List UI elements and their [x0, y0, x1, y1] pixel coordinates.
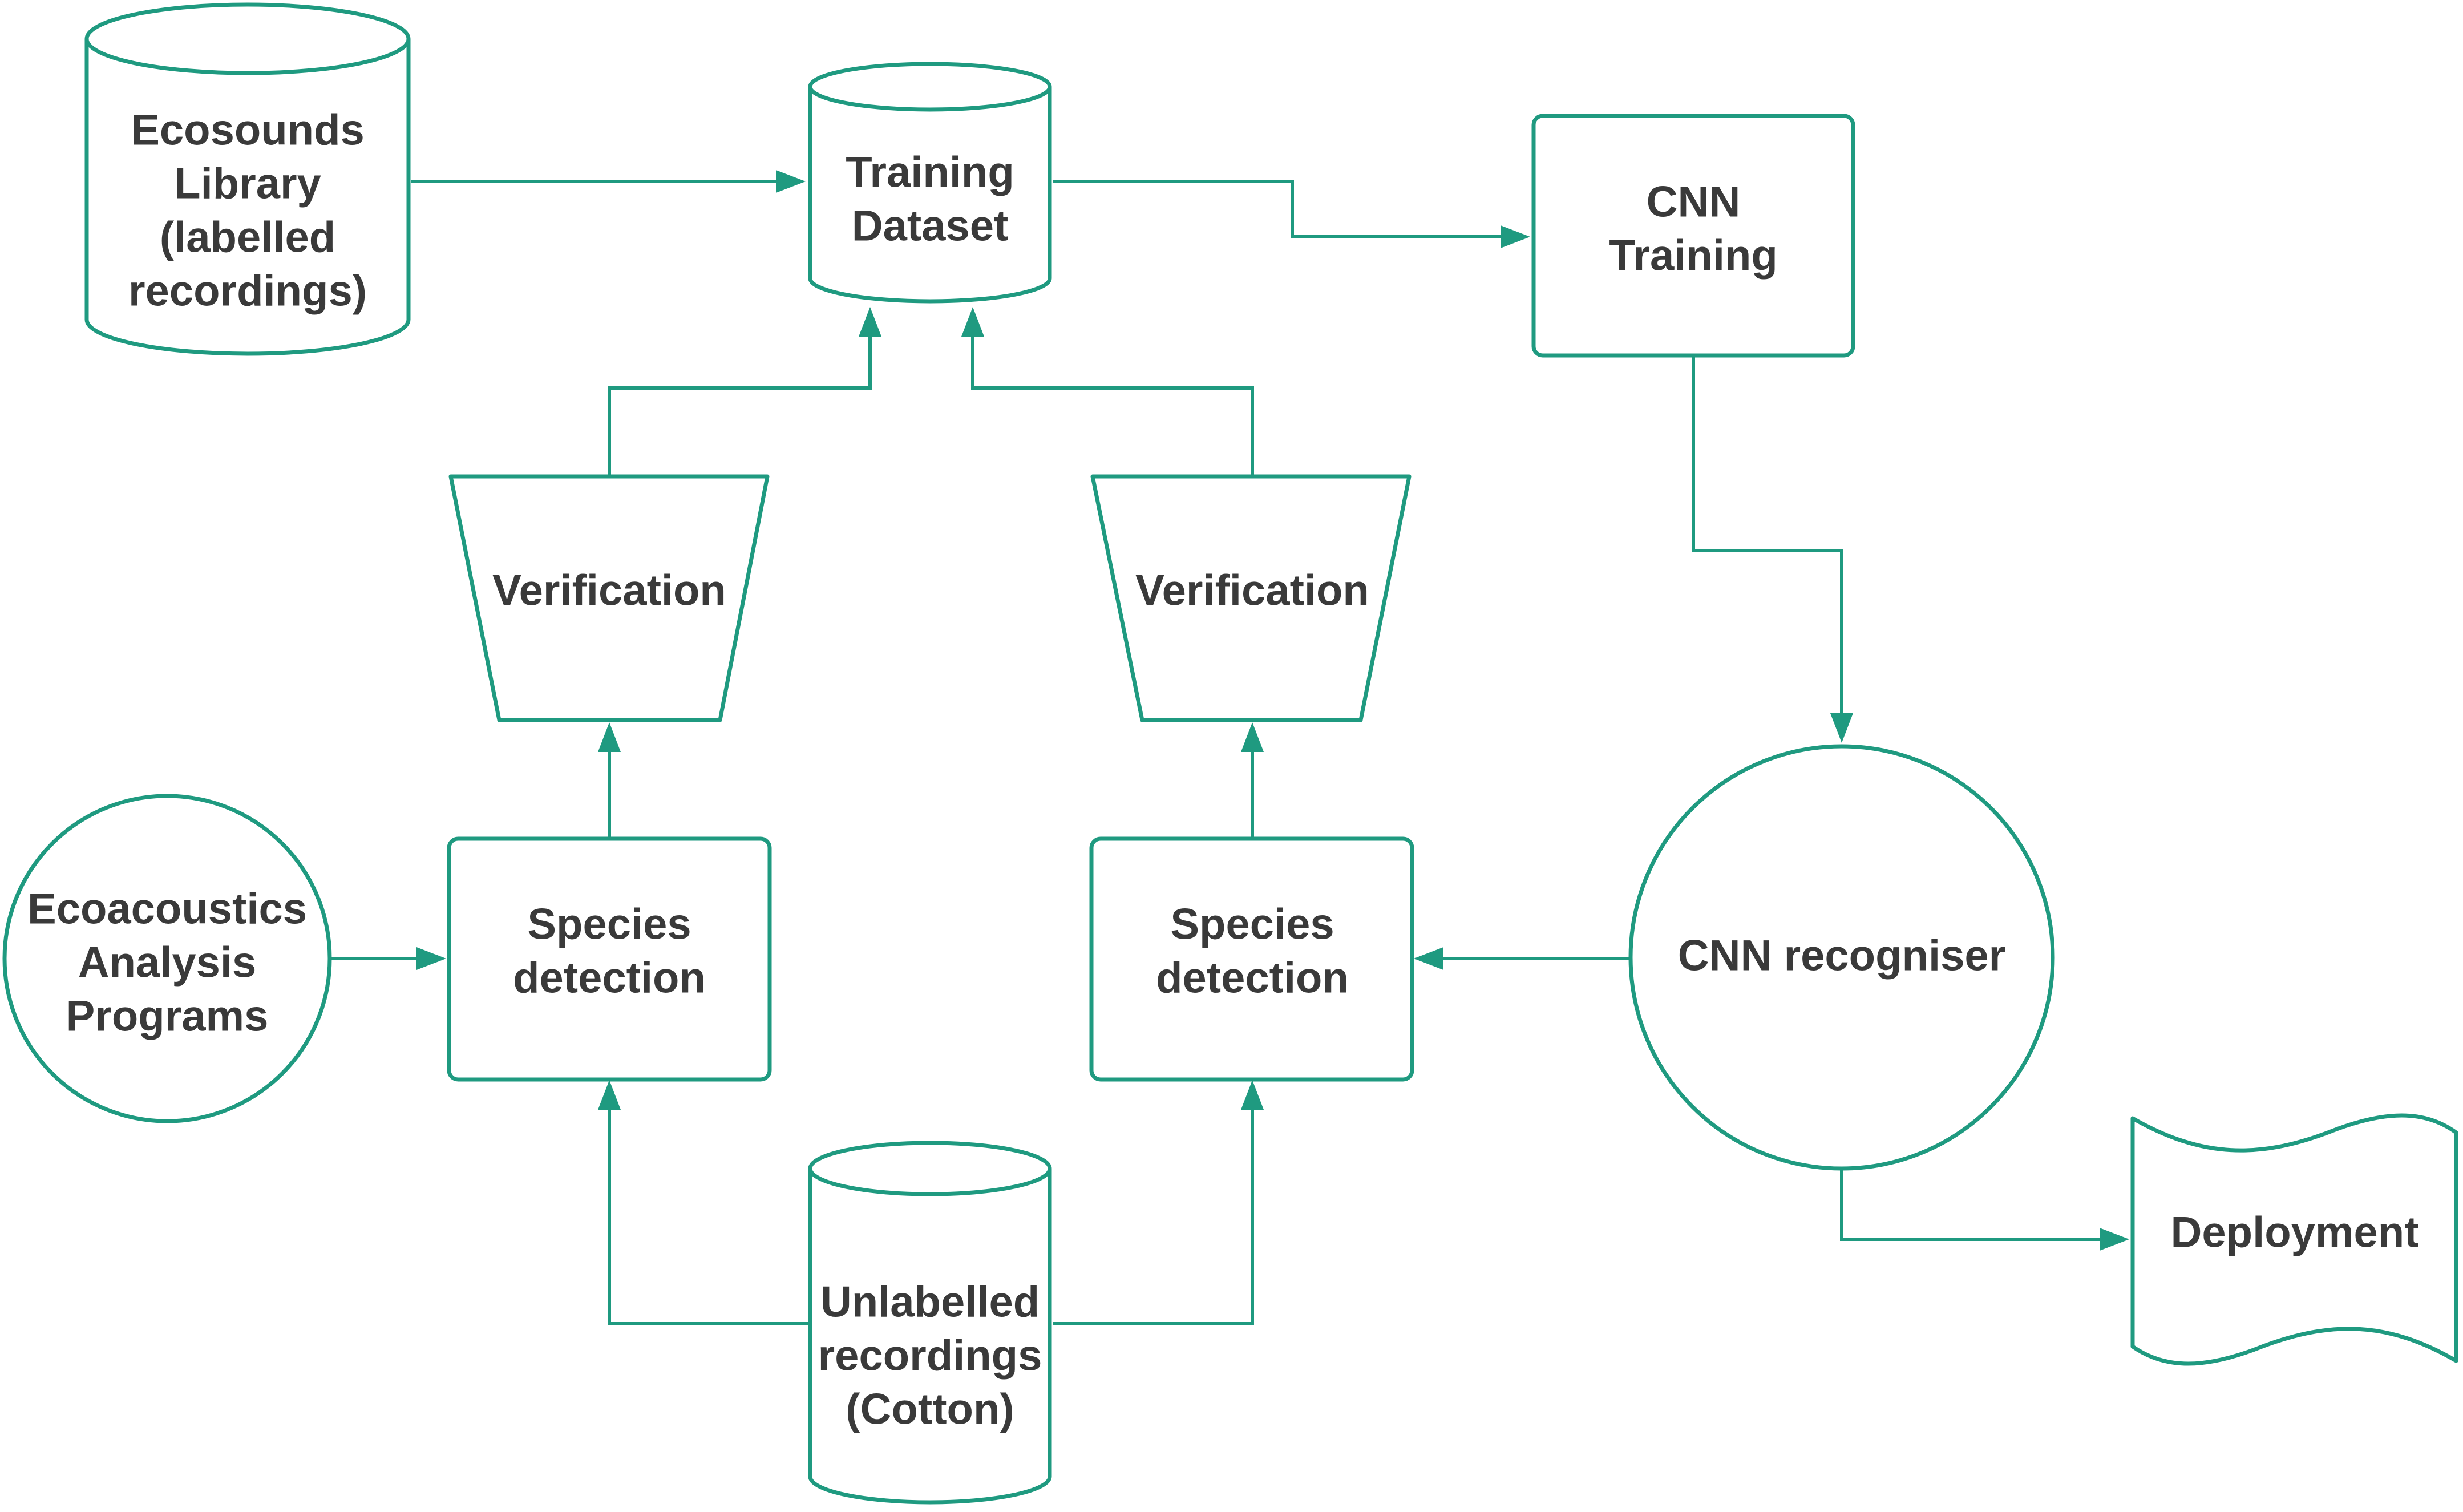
node-label: Library — [174, 160, 321, 208]
edge-verification-left-to-training — [608, 307, 881, 476]
ecosounds-library-node: Ecosounds Library (labelled recordings) — [84, 2, 411, 356]
edge-recogniser-to-deployment — [1840, 1170, 2129, 1251]
node-label: Analysis — [78, 939, 257, 987]
unlabelled-recordings-node: Unlabelled recordings (Cotton) — [808, 1141, 1052, 1505]
edge-cnn-training-to-recogniser — [1692, 357, 1853, 743]
node-label: recordings) — [128, 267, 367, 316]
edge-species-right-to-verification-right — [1241, 722, 1264, 838]
edges — [331, 170, 2129, 1325]
cnn-training-node: CNN Training — [1531, 114, 1855, 358]
deployment-node: Deployment — [2130, 1113, 2458, 1366]
edge-species-left-to-verification-left — [598, 722, 621, 838]
node-label: Unlabelled — [820, 1278, 1040, 1327]
node-label: Species — [1170, 900, 1334, 949]
training-dataset-node: Training Dataset — [808, 62, 1052, 304]
node-label: Verification — [1135, 567, 1369, 615]
ecoacoustics-analysis-programs-node: Ecoacoustics Analysis Programs — [2, 794, 332, 1123]
node-label: detection — [1156, 954, 1349, 1002]
node-label: Dataset — [852, 202, 1009, 250]
node-label: (labelled — [160, 213, 335, 262]
edge-recogniser-to-species-right — [1414, 947, 1629, 970]
node-label: Species — [527, 900, 691, 949]
node-label: Programs — [66, 992, 269, 1041]
edge-ecosounds-to-training — [411, 170, 806, 193]
edge-unlabelled-to-species-right — [1053, 1080, 1264, 1325]
species-detection-left-node: Species detection — [447, 836, 772, 1082]
node-label: Training — [846, 148, 1014, 197]
node-label: Training — [1609, 232, 1778, 280]
node-label: CNN — [1647, 178, 1741, 227]
edge-ecoacoustics-to-species-left — [331, 947, 446, 970]
verification-left-node: Verification — [448, 474, 770, 722]
node-label: Deployment — [2171, 1208, 2419, 1257]
node-label: detection — [513, 954, 706, 1002]
species-detection-right-node: Species detection — [1089, 836, 1414, 1082]
node-label: Verification — [492, 567, 726, 615]
node-label: (Cotton) — [846, 1385, 1014, 1434]
node-label: Ecoacoustics — [27, 885, 307, 933]
cnn-recogniser-node: CNN recogniser — [1628, 744, 2055, 1171]
node-label: Ecosounds — [131, 106, 365, 155]
verification-right-node: Verification — [1090, 474, 1412, 722]
node-label: CNN recogniser — [1678, 932, 2005, 980]
edge-unlabelled-to-species-left — [598, 1080, 810, 1325]
node-label: recordings — [818, 1332, 1042, 1380]
edge-verification-right-to-training — [961, 307, 1254, 476]
edge-training-to-cnn-training — [1053, 180, 1530, 248]
